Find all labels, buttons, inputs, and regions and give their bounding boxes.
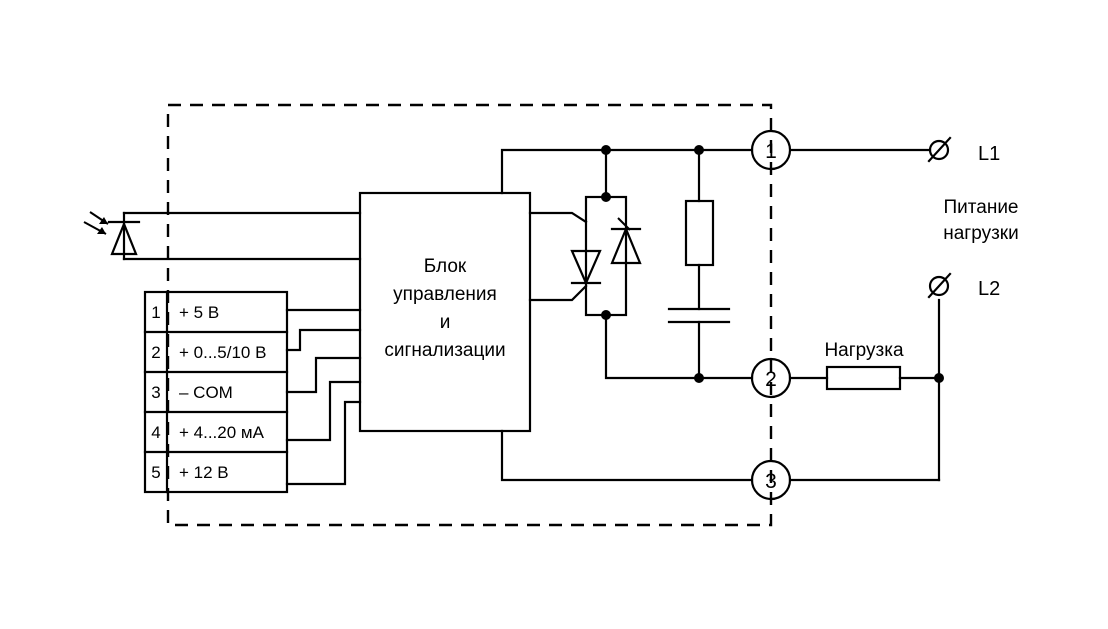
terminal-row-4-number: 4 bbox=[151, 423, 160, 442]
wire-l1-bus bbox=[500, 148, 932, 195]
supply-l1-label: L1 bbox=[978, 143, 1000, 165]
junction-dot bbox=[694, 373, 704, 383]
terminal-row-2-label: + 0...5/10 В bbox=[179, 343, 266, 362]
terminal-table: 1 + 5 В 2 + 0...5/10 В 3 – COM 4 + 4...2… bbox=[143, 290, 289, 494]
output-terminal-2-label: 2 bbox=[765, 368, 777, 391]
output-terminal-3-label: 3 bbox=[765, 470, 777, 493]
wire-terminal-3-bus bbox=[500, 429, 754, 482]
terminal-row-3-number: 3 bbox=[151, 383, 160, 402]
terminal-row-5-number: 5 bbox=[151, 463, 160, 482]
control-block-label: Блок управления и сигнализации bbox=[384, 256, 505, 361]
terminal-row-5-label: + 12 В bbox=[179, 463, 229, 482]
output-terminal-1: 1 bbox=[750, 129, 792, 171]
terminal-row-3-label: – COM bbox=[179, 383, 233, 402]
junction-dot bbox=[601, 145, 611, 155]
load-resistor-icon bbox=[788, 365, 941, 391]
control-block-label-line4: сигнализации bbox=[384, 340, 505, 361]
supply-caption-line1: Питание bbox=[944, 197, 1019, 218]
output-terminal-1-label: 1 bbox=[765, 140, 777, 163]
control-block bbox=[358, 191, 532, 433]
supply-l2-label: L2 bbox=[978, 278, 1000, 300]
terminal-row-1-label: + 5 В bbox=[179, 303, 219, 322]
supply-caption-line2: нагрузки bbox=[943, 223, 1018, 244]
control-block-label-line3: и bbox=[440, 312, 451, 333]
triac-icon bbox=[528, 148, 642, 317]
snubber-rc-icon bbox=[667, 148, 731, 380]
terminal-row-1-number: 1 bbox=[151, 303, 160, 322]
junction-dot bbox=[601, 192, 611, 202]
terminal-row-2-number: 2 bbox=[151, 343, 160, 362]
junction-dot bbox=[694, 145, 704, 155]
control-block-label-line1: Блок bbox=[424, 256, 467, 277]
control-block-label-line2: управления bbox=[393, 284, 497, 305]
led-indicator-icon bbox=[83, 211, 362, 261]
device-enclosure bbox=[166, 103, 773, 527]
terminal-row-4-label: + 4...20 мА bbox=[179, 423, 265, 442]
supply-terminal-l1-icon bbox=[927, 136, 952, 163]
wire-terminal-2-bus bbox=[604, 313, 754, 380]
junction-dot bbox=[601, 310, 611, 320]
load-label: Нагрузка bbox=[824, 340, 904, 361]
input-wires bbox=[285, 308, 362, 486]
supply-terminal-l2-icon bbox=[927, 272, 952, 299]
